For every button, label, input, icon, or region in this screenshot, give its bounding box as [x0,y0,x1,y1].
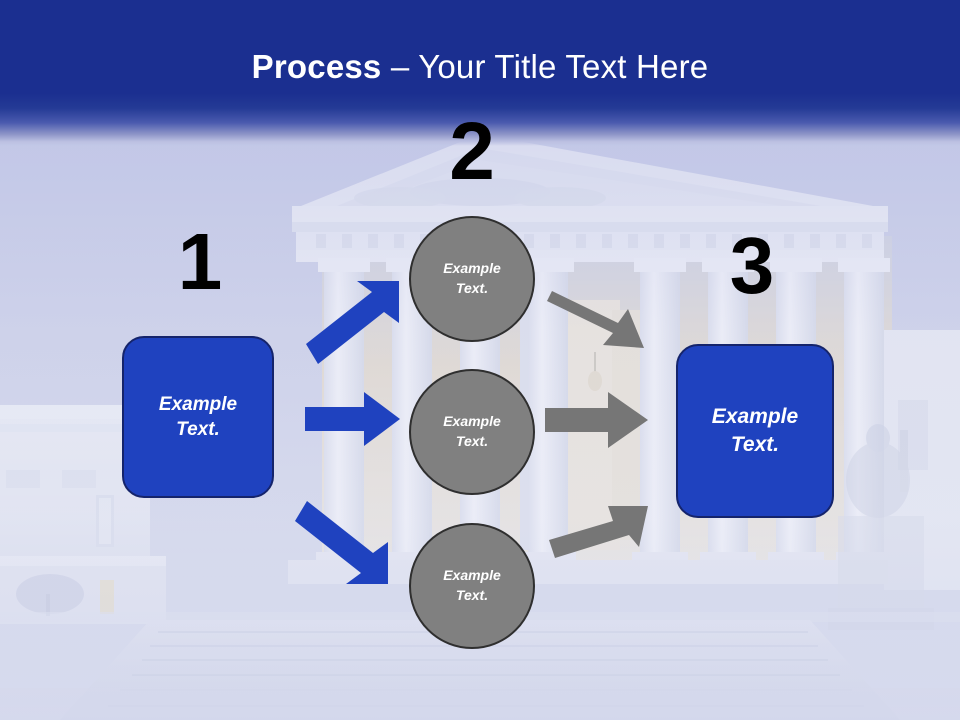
arrow-blue-down-right [295,501,388,584]
step-3-label-line1: Example [711,405,799,429]
step-2-circle-2-label: Example Text. [443,412,501,452]
arrow-gray-down-right [547,291,644,348]
step-1-label-line2: Text. [176,419,220,440]
step-2-circle-3-label: Example Text. [443,566,501,606]
step-3-label-line2: Text. [730,433,780,456]
step-2-circle-3-line1: Example [443,567,501,584]
step-1-label-line1: Example [158,393,238,415]
step-2-circle-1-line2: Text. [455,280,489,296]
step-2-circle-1-line1: Example [443,260,501,277]
arrow-blue-up-right [306,281,399,364]
step-2-circle-3-line2: Text. [455,587,489,603]
step-number-3: 3 [729,221,775,310]
step-2-circle-3[interactable]: Example Text. [409,523,535,649]
arrow-gray-right [545,392,648,448]
step-1-box[interactable]: Example Text. [122,336,274,498]
step-2-circle-2-line1: Example [443,413,501,430]
step-2-circle-1-label: Example Text. [443,259,501,299]
step-2-circle-2-line2: Text. [455,433,489,449]
step-number-1: 1 [177,217,223,306]
step-number-2: 2 [449,106,495,197]
step-2-circle-1[interactable]: Example Text. [409,216,535,342]
step-2-circle-2[interactable]: Example Text. [409,369,535,495]
step-3-box[interactable]: Example Text. [676,344,834,518]
step-3-box-label: Example Text. [712,403,798,458]
arrow-gray-up-right [549,506,648,558]
arrow-blue-right [305,392,400,446]
step-1-box-label: Example Text. [159,392,237,442]
